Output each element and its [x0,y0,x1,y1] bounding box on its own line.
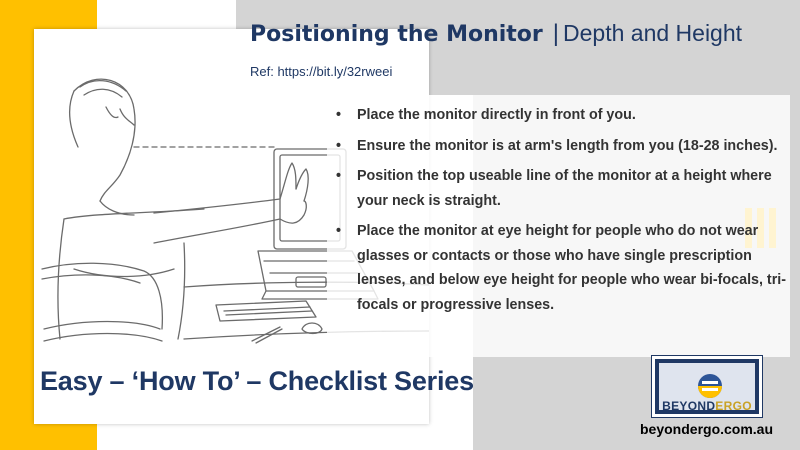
series-title: Easy – ‘How To’ – Checklist Series [40,366,474,396]
checklist: Place the monitor directly in front of y… [327,103,787,323]
reference-link[interactable]: Ref: https://bit.ly/32rweei [250,64,393,79]
checklist-item: Place the monitor directly in front of y… [327,103,787,128]
logo-word-ergo: ERGO [715,399,752,413]
logo-emblem-icon [698,374,722,398]
person-at-monitor-illustration [41,78,429,344]
beyondergo-logo: BEYONDERGO [651,355,763,418]
checklist-panel: Place the monitor directly in front of y… [327,95,790,357]
slide-title-sub: Depth and Height [563,20,743,46]
slide-title-separator: | [552,20,560,47]
logo-word-beyond: BEYOND [662,399,716,413]
checklist-item: Place the monitor at eye height for peop… [327,219,787,317]
checklist-item: Ensure the monitor is at arm's length fr… [327,134,787,159]
slide-title-main: Positioning the Monitor [250,22,543,47]
website-url[interactable]: beyondergo.com.au [640,421,774,437]
logo-wordmark: BEYONDERGO [659,399,755,413]
slide-title: Positioning the Monitor | Depth and Heig… [250,20,742,56]
checklist-item: Position the top useable line of the mon… [327,164,787,213]
